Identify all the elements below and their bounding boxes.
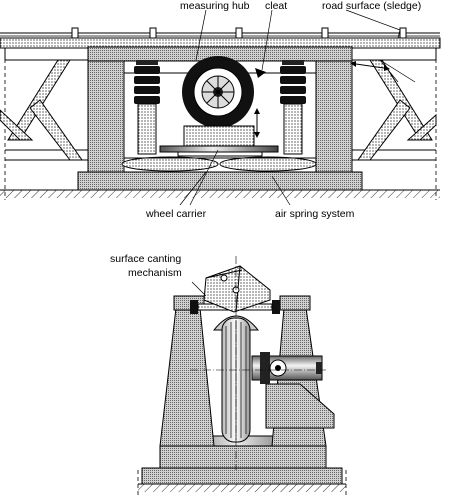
bottom-rig-figure: surface canting mechanism (110, 253, 347, 498)
truss-left (0, 47, 91, 161)
label-surface-canting: surface canting (110, 253, 181, 265)
label-mechanism: mechanism (128, 267, 182, 279)
top-rig-figure: measuring hub cleat road surface (sledge… (0, 0, 441, 220)
cleat (255, 68, 266, 78)
coil-spring-left (134, 60, 160, 155)
wheel-support (159, 125, 279, 157)
label-air-spring-system: air spring system (275, 208, 355, 220)
label-road-surface: road surface (sledge) (322, 0, 421, 12)
road-surface-sledge (0, 27, 441, 49)
label-wheel-carrier: wheel carrier (145, 208, 207, 220)
label-measuring-hub: measuring hub (180, 0, 250, 12)
test-wheel (182, 56, 254, 128)
top-leader-lines (179, 9, 416, 206)
air-spring-system (121, 156, 317, 172)
bottom-wheel-carrier (251, 352, 335, 429)
coil-spring-right (280, 60, 306, 155)
label-cleat: cleat (265, 0, 287, 12)
main-housing (77, 46, 363, 191)
canting-leader-line (191, 281, 207, 297)
top-ground (0, 189, 440, 198)
vertical-motion-arrow (254, 108, 260, 138)
